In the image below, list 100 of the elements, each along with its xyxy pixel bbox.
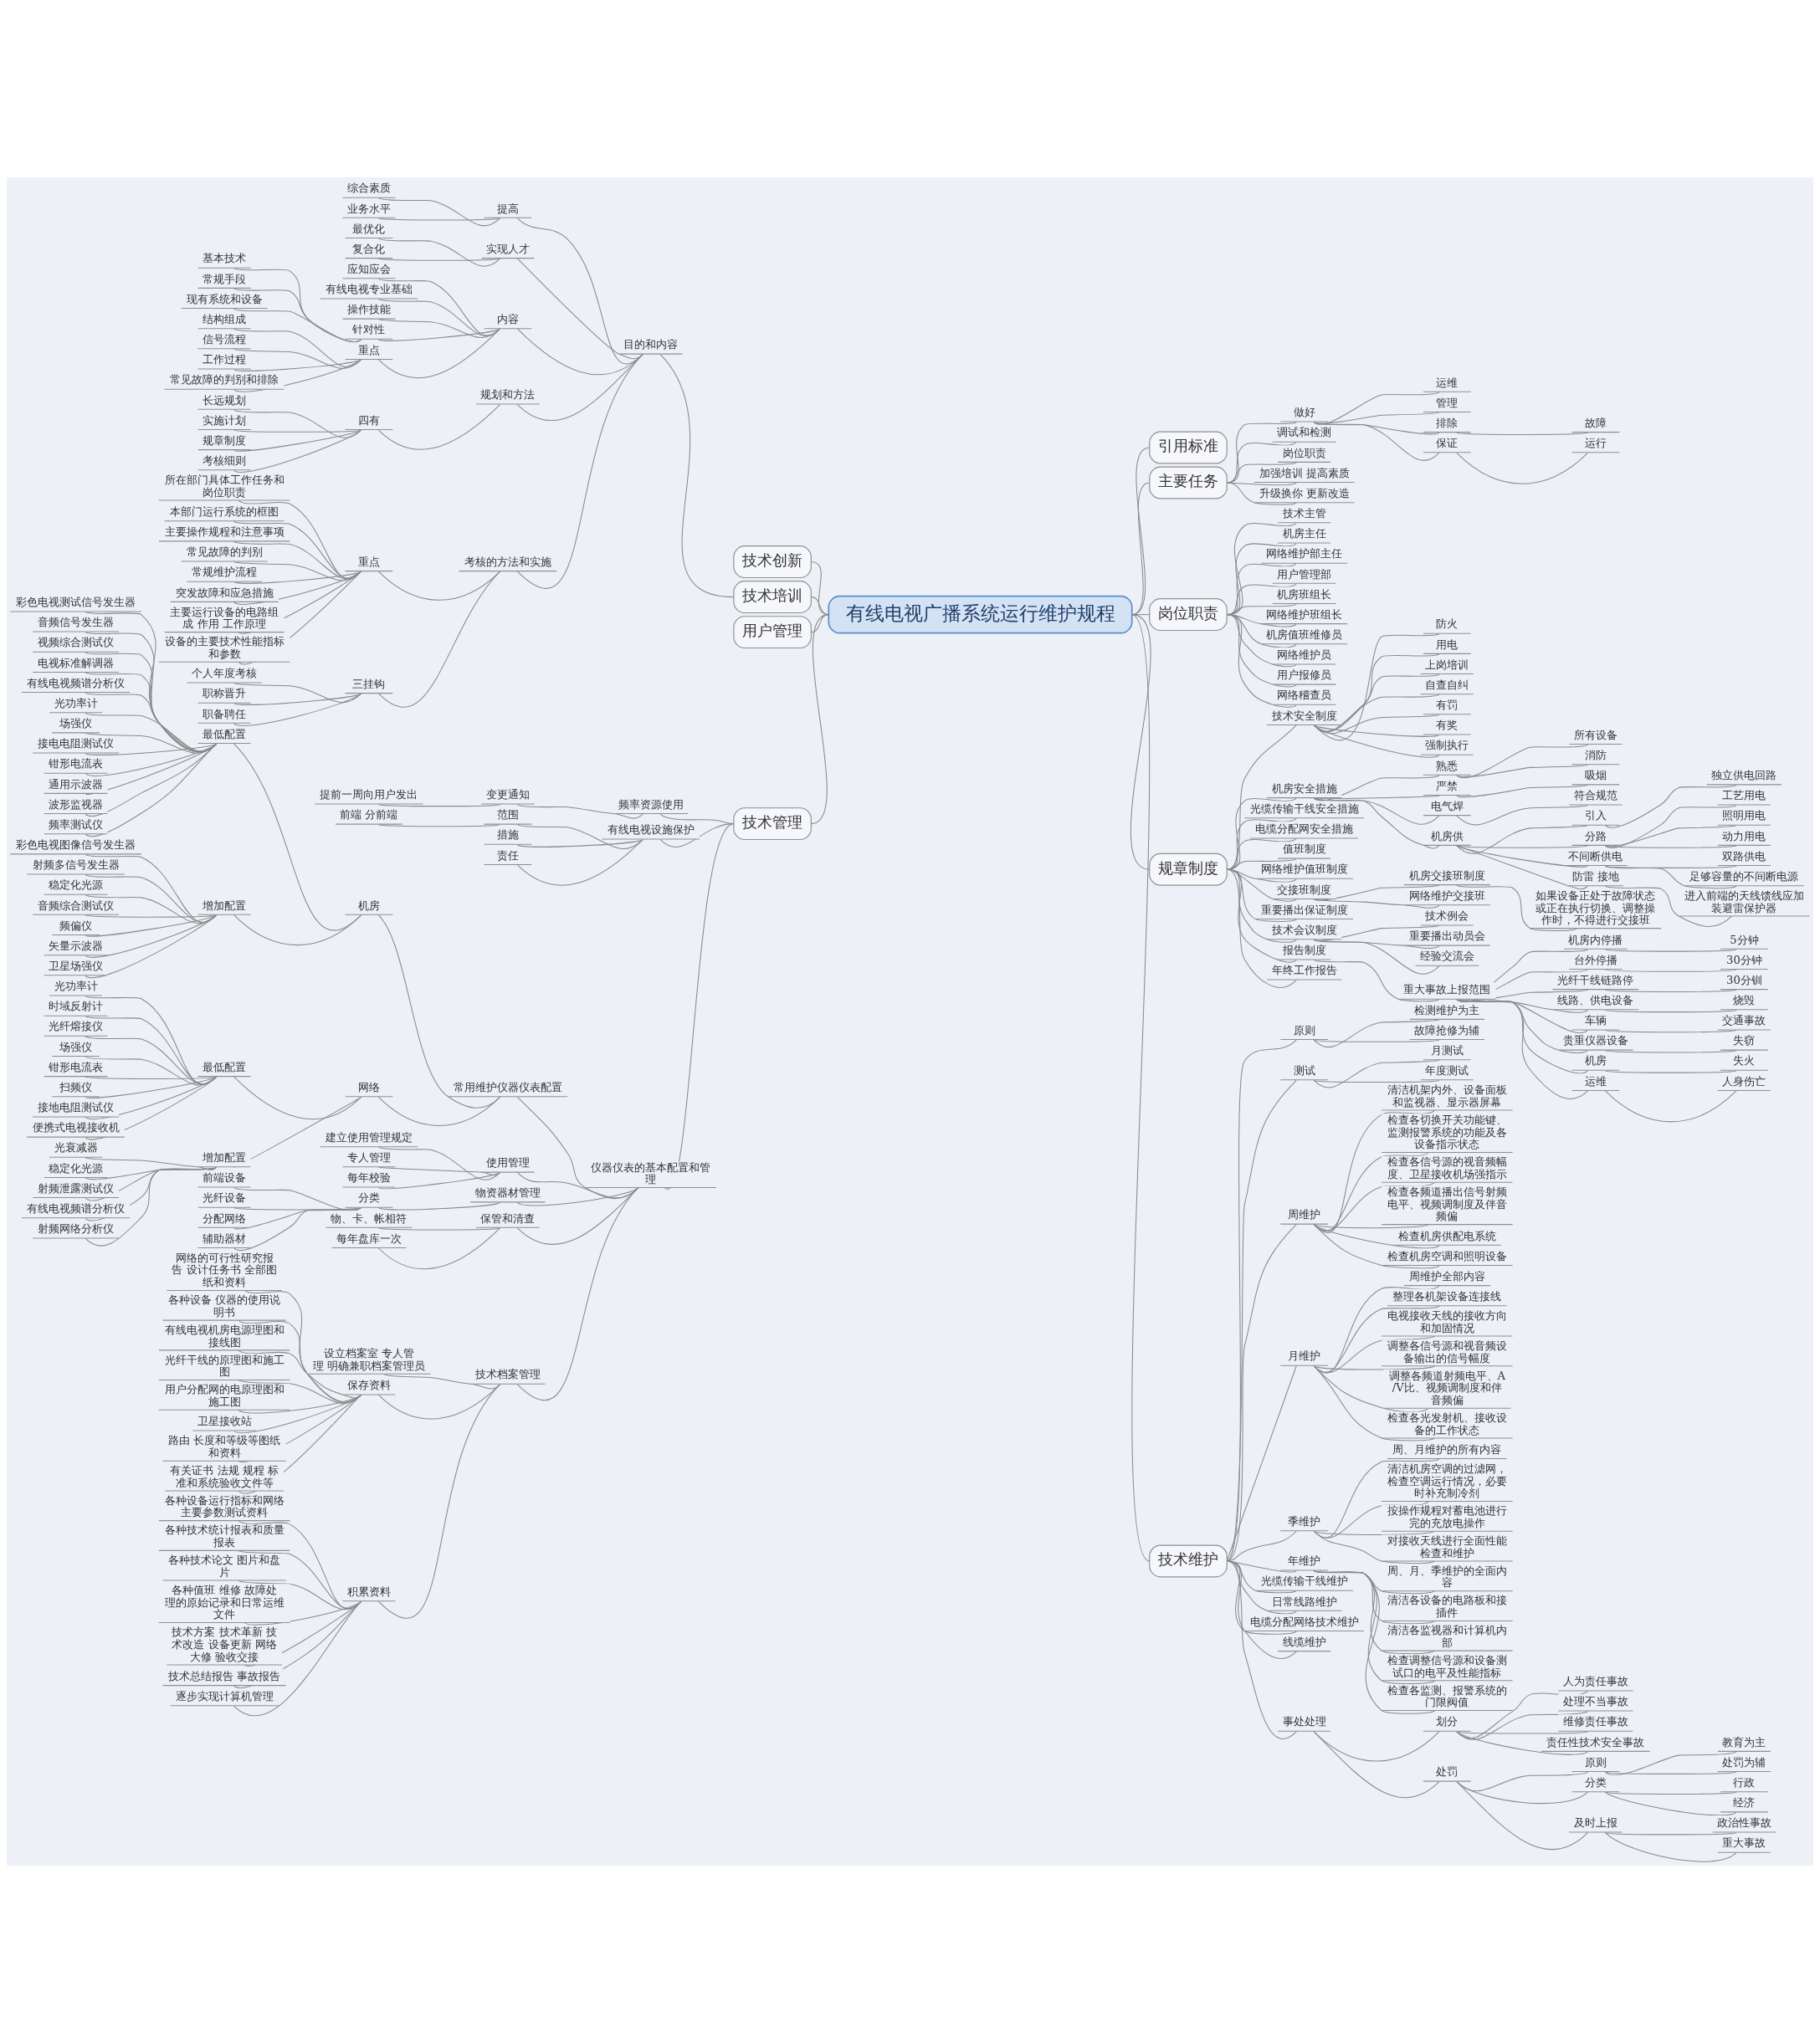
node-text: 电视接收天线的接收方向和加固情况 — [1387, 1309, 1507, 1334]
node-text: 检查各监测、报警系统的门限阀值 — [1387, 1683, 1507, 1709]
connector — [1313, 1530, 1436, 1564]
node-text: 有线电视设施保护 — [607, 823, 695, 837]
node-text: 严禁 — [1436, 779, 1459, 792]
connector — [1226, 614, 1297, 708]
connector — [377, 1146, 500, 1180]
connector — [1130, 614, 1151, 870]
node-text: 建立使用管理规定 — [325, 1130, 413, 1144]
node-text: 主要操作规程和注意事项 — [164, 525, 285, 539]
connector — [233, 268, 361, 343]
node-text: 原则 — [1584, 1755, 1607, 1769]
connector — [1456, 784, 1588, 798]
node-text: 光纤干线链路停 — [1557, 973, 1634, 986]
connector — [1604, 1090, 1737, 1123]
node-text: 网络稽查员 — [1277, 689, 1332, 702]
connector — [377, 1227, 500, 1270]
node-text: 维修责任事故 — [1562, 1715, 1628, 1728]
node-text: 电气焊 — [1430, 799, 1464, 812]
node-text: 有线电视频谱分析仪 — [27, 676, 126, 689]
connector — [233, 693, 361, 705]
node-text: 光纤设备 — [203, 1191, 247, 1205]
node-text: 故障 — [1584, 416, 1607, 429]
node-text: 线路、供电设备 — [1557, 993, 1634, 1006]
node-text: 设立档案室 专人管理 明确兼职档案管理员 — [312, 1347, 426, 1372]
connector — [1604, 865, 1737, 889]
node-text: 有罚 — [1436, 699, 1459, 712]
node-text: 各种值班 维修 故障处理的原始记录和日常运维文件 — [164, 1583, 285, 1621]
connector — [516, 1187, 639, 1245]
node-text: 有线电视机房电源理图和接线图 — [164, 1323, 285, 1349]
node-text: 措施 — [496, 828, 519, 842]
connector — [1313, 775, 1440, 801]
connector — [1226, 725, 1297, 870]
node-text: 处罚 — [1436, 1765, 1459, 1779]
connector — [85, 914, 218, 937]
node-text: 最优化 — [352, 222, 386, 235]
node-text: 运维 — [1584, 1074, 1607, 1088]
node-text: 工作过程 — [203, 353, 247, 366]
connector — [516, 824, 643, 849]
node-text: 所有设备 — [1573, 728, 1617, 741]
connector — [1456, 764, 1588, 778]
connector — [377, 1096, 500, 1126]
connector — [1313, 797, 1440, 849]
node-text: 有奖 — [1436, 719, 1459, 732]
node-text: 30分钟 — [1726, 953, 1762, 966]
node-text: 清洁机架内外、设备面板和监视器、显示器屏幕 — [1387, 1083, 1507, 1109]
node-box: 技术培训 — [733, 581, 812, 614]
connector — [1456, 1731, 1588, 1755]
node-text: 各种技术论文 图片和盘片 — [168, 1554, 281, 1579]
node-box: 规章制度 — [1149, 853, 1228, 886]
connector — [664, 823, 735, 1189]
node-text: 技术会议制度 — [1271, 923, 1337, 936]
node-text: 最低配置 — [203, 727, 247, 740]
node-text: 强制执行 — [1425, 739, 1469, 752]
node-text: 检查机房空调和照明设备 — [1387, 1249, 1507, 1262]
node-text: 长远规划 — [203, 393, 247, 407]
connector — [377, 238, 500, 267]
node-box: 技术管理 — [733, 807, 812, 841]
connector — [233, 1600, 361, 1717]
connector — [516, 839, 643, 847]
node-text: 技术例会 — [1425, 909, 1469, 923]
connector — [1604, 1832, 1737, 1862]
node-text: 卫星接收站 — [197, 1415, 252, 1428]
connector — [377, 804, 500, 807]
node-text: 经济 — [1733, 1796, 1756, 1810]
node-text: 综合素质 — [346, 182, 391, 195]
connector — [85, 1076, 218, 1119]
connector — [1456, 805, 1588, 826]
node-text: 光纤干线的原理图和施工图 — [164, 1353, 285, 1379]
node-text: 处罚为辅 — [1722, 1755, 1766, 1769]
connector — [1313, 1224, 1440, 1269]
node-text: 规划和方法 — [480, 388, 536, 402]
connector — [377, 197, 500, 227]
connector — [85, 1166, 218, 1247]
connector — [1604, 969, 1737, 972]
node-text: 对接收天线进行全面性能检查和维护 — [1387, 1534, 1507, 1559]
connector — [1456, 452, 1588, 484]
node-text: 上岗培训 — [1425, 658, 1469, 671]
node-text: 有线电视专业基础 — [325, 283, 413, 296]
node-text: 责任性技术安全事故 — [1546, 1735, 1645, 1749]
node-text: 加强培训 提高素质 — [1259, 466, 1350, 479]
node-text: 原则 — [1293, 1023, 1315, 1037]
connector — [516, 839, 643, 886]
node-text: 基本技术 — [203, 252, 247, 265]
node-text: 失窃 — [1733, 1034, 1756, 1047]
node-text: 防雷 接地 — [1571, 869, 1619, 883]
node-text: 网络维护值班制度 — [1260, 863, 1348, 876]
connector — [1226, 482, 1297, 505]
node-text: 分类 — [357, 1191, 380, 1205]
node-text: 年维护 — [1288, 1554, 1321, 1568]
node-text: 网络 — [357, 1080, 380, 1093]
node-text: 频率资源使用 — [618, 797, 684, 811]
node-text: 故障抢修为辅 — [1414, 1023, 1480, 1037]
node-text: 机房安全措施 — [1271, 781, 1337, 795]
connector — [810, 561, 829, 616]
connector — [1226, 482, 1297, 486]
connector — [377, 218, 500, 221]
node-text: 季维护 — [1288, 1514, 1321, 1528]
node-text: 防火 — [1436, 617, 1459, 631]
connector — [85, 1036, 218, 1085]
